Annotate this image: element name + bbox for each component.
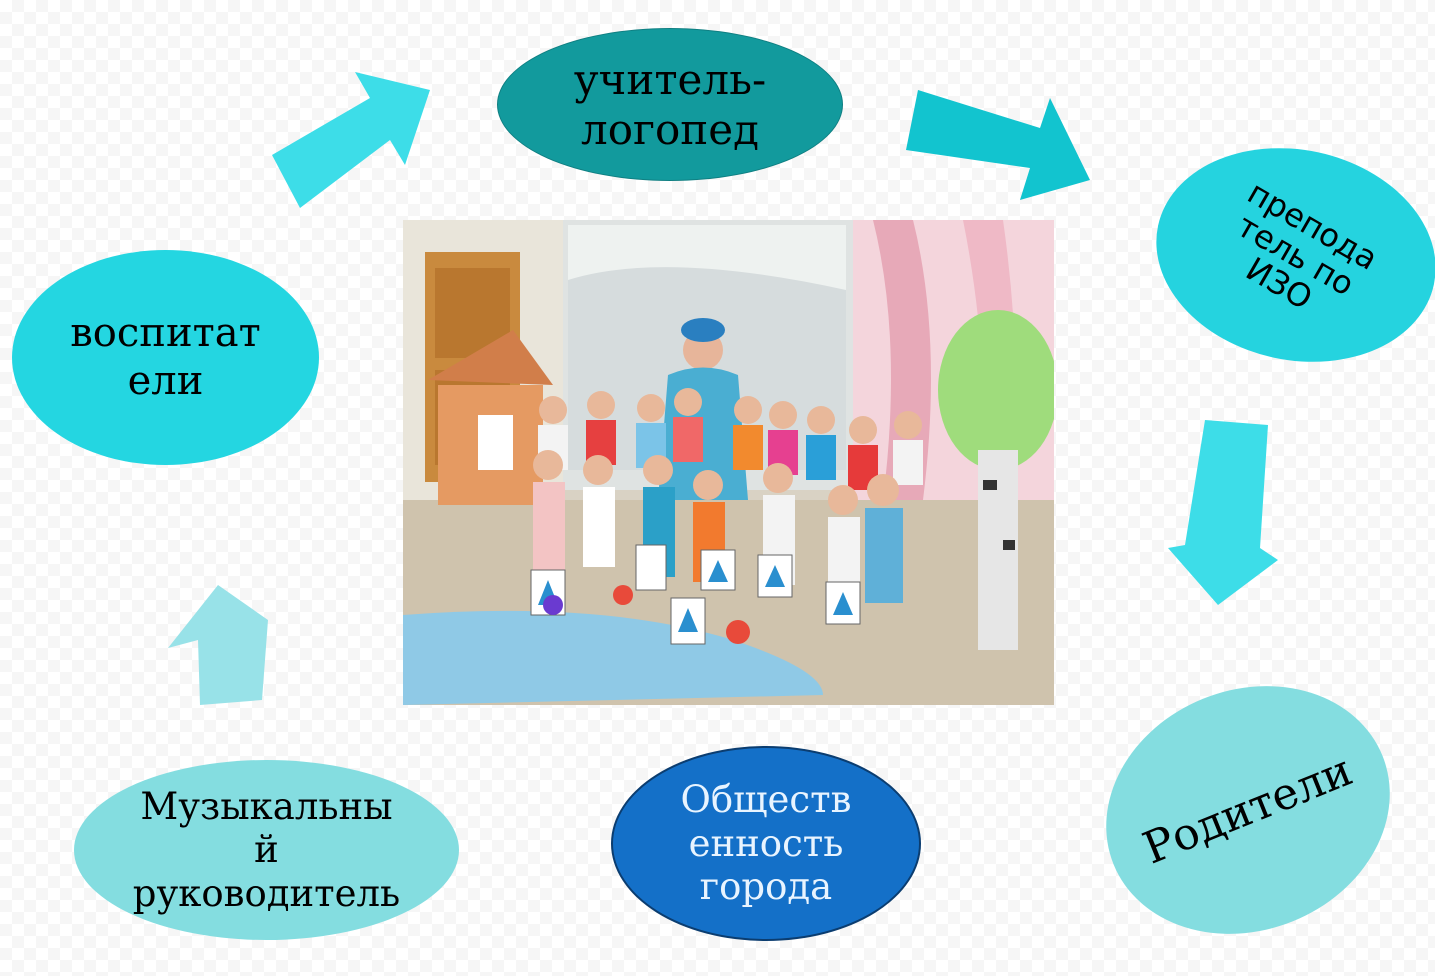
node-teacher-speech-therapist: учитель- логопед <box>497 28 843 181</box>
arrow-izo-to-parents <box>1168 420 1278 605</box>
node-music-director-label: Музыкальны й руководитель <box>132 784 401 915</box>
node-teacher-speech-therapist-label: учитель- логопед <box>573 54 767 154</box>
node-music-director: Музыкальны й руководитель <box>74 760 459 940</box>
arrows-layer <box>168 72 1278 705</box>
group-photo-image <box>403 220 1054 705</box>
arrow-logoped-to-izo <box>906 90 1090 200</box>
group-photo <box>403 220 1054 705</box>
node-city-public: Обществ енность города <box>611 746 921 941</box>
node-city-public-label: Обществ енность города <box>680 778 852 909</box>
node-educators: воспитат ели <box>12 250 319 465</box>
node-parents-label: Родители <box>1136 744 1360 875</box>
arrow-vospitateli-to-logoped <box>272 72 430 208</box>
arrow-music-to-vospitateli <box>168 585 268 705</box>
node-art-teacher-label: препода тель по ИЗО <box>1231 172 1385 318</box>
node-educators-label: воспитат ели <box>70 310 261 404</box>
